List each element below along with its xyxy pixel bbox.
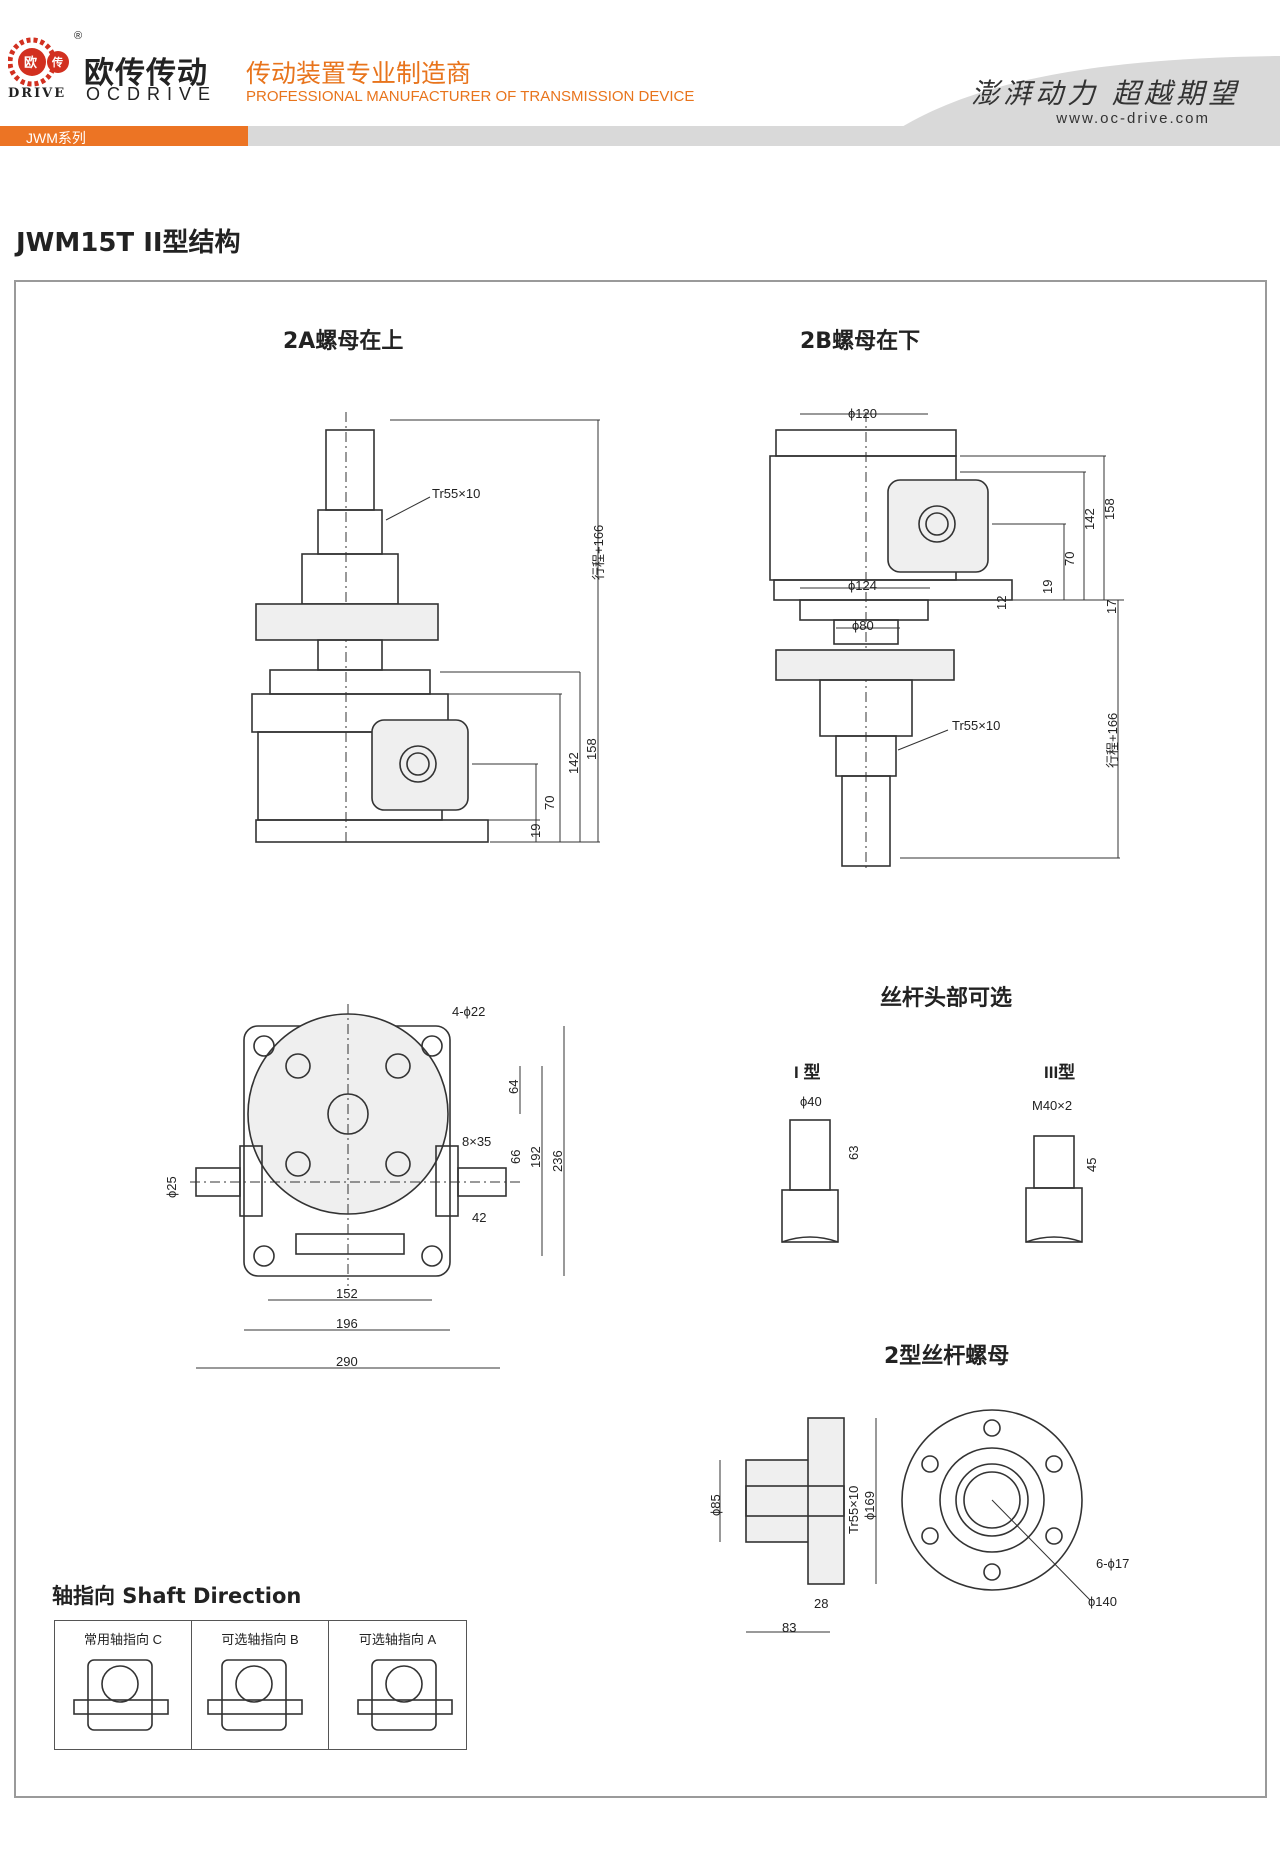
top-dim-152: 152 — [336, 1286, 358, 1301]
nut-dim-phi85: ϕ85 — [708, 1494, 723, 1516]
view-2a-dim-19: 19 — [528, 823, 543, 838]
screw-type1-len: 63 — [846, 1145, 861, 1160]
view-2b-title: 2B螺母在下 — [800, 329, 921, 354]
top-dim-196: 196 — [336, 1316, 358, 1331]
top-dim-phi25: ϕ25 — [164, 1176, 179, 1198]
view-2b-dim-17: 17 — [1104, 599, 1119, 614]
shaft-option-b[interactable]: 可选轴指向 B — [192, 1621, 329, 1749]
slogan: 澎湃动力 超越期望 — [971, 77, 1240, 110]
nut-dim-83: 83 — [782, 1620, 797, 1635]
website-link[interactable]: www.oc-drive.com — [1056, 110, 1210, 127]
view-2b-dim-142: 142 — [1082, 508, 1097, 530]
screw-type3-len: 45 — [1084, 1157, 1099, 1172]
brand-drive: DRIVE — [8, 86, 67, 101]
view-2a-dim-70: 70 — [542, 795, 557, 810]
logo-char-chuan: 传 — [52, 57, 63, 69]
top-dim-key: 8×35 — [462, 1134, 492, 1149]
shaft-option-label: 可选轴指向 A — [358, 1632, 437, 1647]
nut-drawing — [719, 1409, 1091, 1633]
screw-type1-dia: ϕ40 — [800, 1094, 822, 1109]
view-2b-dim-158: 158 — [1102, 498, 1117, 520]
nut-dim-phi140: ϕ140 — [1088, 1594, 1117, 1609]
top-dim-66: 66 — [508, 1149, 523, 1164]
shaft-option-label: 常用轴指向 C — [83, 1632, 162, 1647]
nut-title: 2型丝杆螺母 — [884, 1344, 1010, 1369]
shaft-option-a[interactable]: 可选轴指向 A — [329, 1621, 466, 1749]
brand-name-cn: 欧传传动 — [84, 56, 208, 91]
screw-type3-thread: M40×2 — [1032, 1098, 1073, 1113]
registered-mark: ® — [74, 30, 83, 42]
view-2b-dim-70: 70 — [1062, 551, 1077, 566]
header-swoosh — [900, 50, 1280, 130]
nut-dim-phi169: ϕ169 — [862, 1491, 877, 1520]
nut-dim-holes: 6-ϕ17 — [1096, 1556, 1130, 1571]
header-divider-bar — [248, 126, 1280, 146]
view-2b-thread: Tr55×10 — [952, 718, 1001, 733]
screw-type1-label: I 型 — [794, 1063, 821, 1082]
view-2b-dim-12: 12 — [994, 595, 1009, 610]
view-2b-drawing — [769, 412, 1124, 870]
series-tab-label: JWM系列 — [26, 130, 86, 146]
view-2a-drawing — [251, 412, 600, 846]
top-dim-236: 236 — [550, 1150, 565, 1172]
shaft-direction-title: 轴指向 Shaft Direction — [52, 1584, 302, 1608]
tagline-cn: 传动装置专业制造商 — [246, 59, 472, 88]
top-view-drawing — [190, 1004, 565, 1369]
drawing-frame — [14, 280, 1267, 1798]
view-2a-stroke: 行程+166 — [591, 524, 606, 580]
view-2b-dim-19: 19 — [1040, 579, 1055, 594]
shaft-direction-table: 常用轴指向 C 可选轴指向 B 可选轴指向 A — [54, 1620, 467, 1750]
logo-gear-icon — [7, 34, 72, 90]
nut-dim-thread: Tr55×10 — [846, 1485, 861, 1534]
page-title: JWM15T II型结构 — [16, 228, 241, 258]
top-dim-holes: 4-ϕ22 — [452, 1004, 486, 1019]
view-2b-dim-phi124: ϕ124 — [848, 578, 877, 593]
view-2a-dim-158: 158 — [584, 738, 599, 760]
screw-head-drawing — [781, 1119, 1083, 1243]
shaft-option-label: 可选轴指向 B — [221, 1632, 299, 1647]
top-dim-42: 42 — [472, 1210, 487, 1225]
view-2a-thread: Tr55×10 — [432, 486, 481, 501]
screw-head-title: 丝杆头部可选 — [880, 986, 1013, 1011]
view-2a-dim-142: 142 — [566, 752, 581, 774]
top-dim-290: 290 — [336, 1354, 358, 1369]
tagline-en: PROFESSIONAL MANUFACTURER OF TRANSMISSIO… — [246, 88, 695, 105]
series-tab[interactable] — [0, 126, 248, 146]
screw-type3-label: III型 — [1044, 1063, 1076, 1082]
view-2b-dim-phi80: ϕ80 — [852, 618, 874, 633]
top-dim-192: 192 — [528, 1146, 543, 1168]
nut-dim-28: 28 — [814, 1596, 829, 1611]
top-dim-64: 64 — [506, 1079, 521, 1094]
shaft-option-c[interactable]: 常用轴指向 C — [55, 1621, 192, 1749]
view-2b-dim-phi120: ϕ120 — [848, 406, 877, 421]
shaft-direction-icons — [73, 1659, 453, 1731]
view-2b-stroke: 行程+166 — [1105, 712, 1120, 768]
brand-name-en: OCDRIVE — [86, 84, 218, 104]
logo-char-ou: 欧 — [24, 55, 38, 70]
view-2a-title: 2A螺母在上 — [283, 329, 404, 354]
